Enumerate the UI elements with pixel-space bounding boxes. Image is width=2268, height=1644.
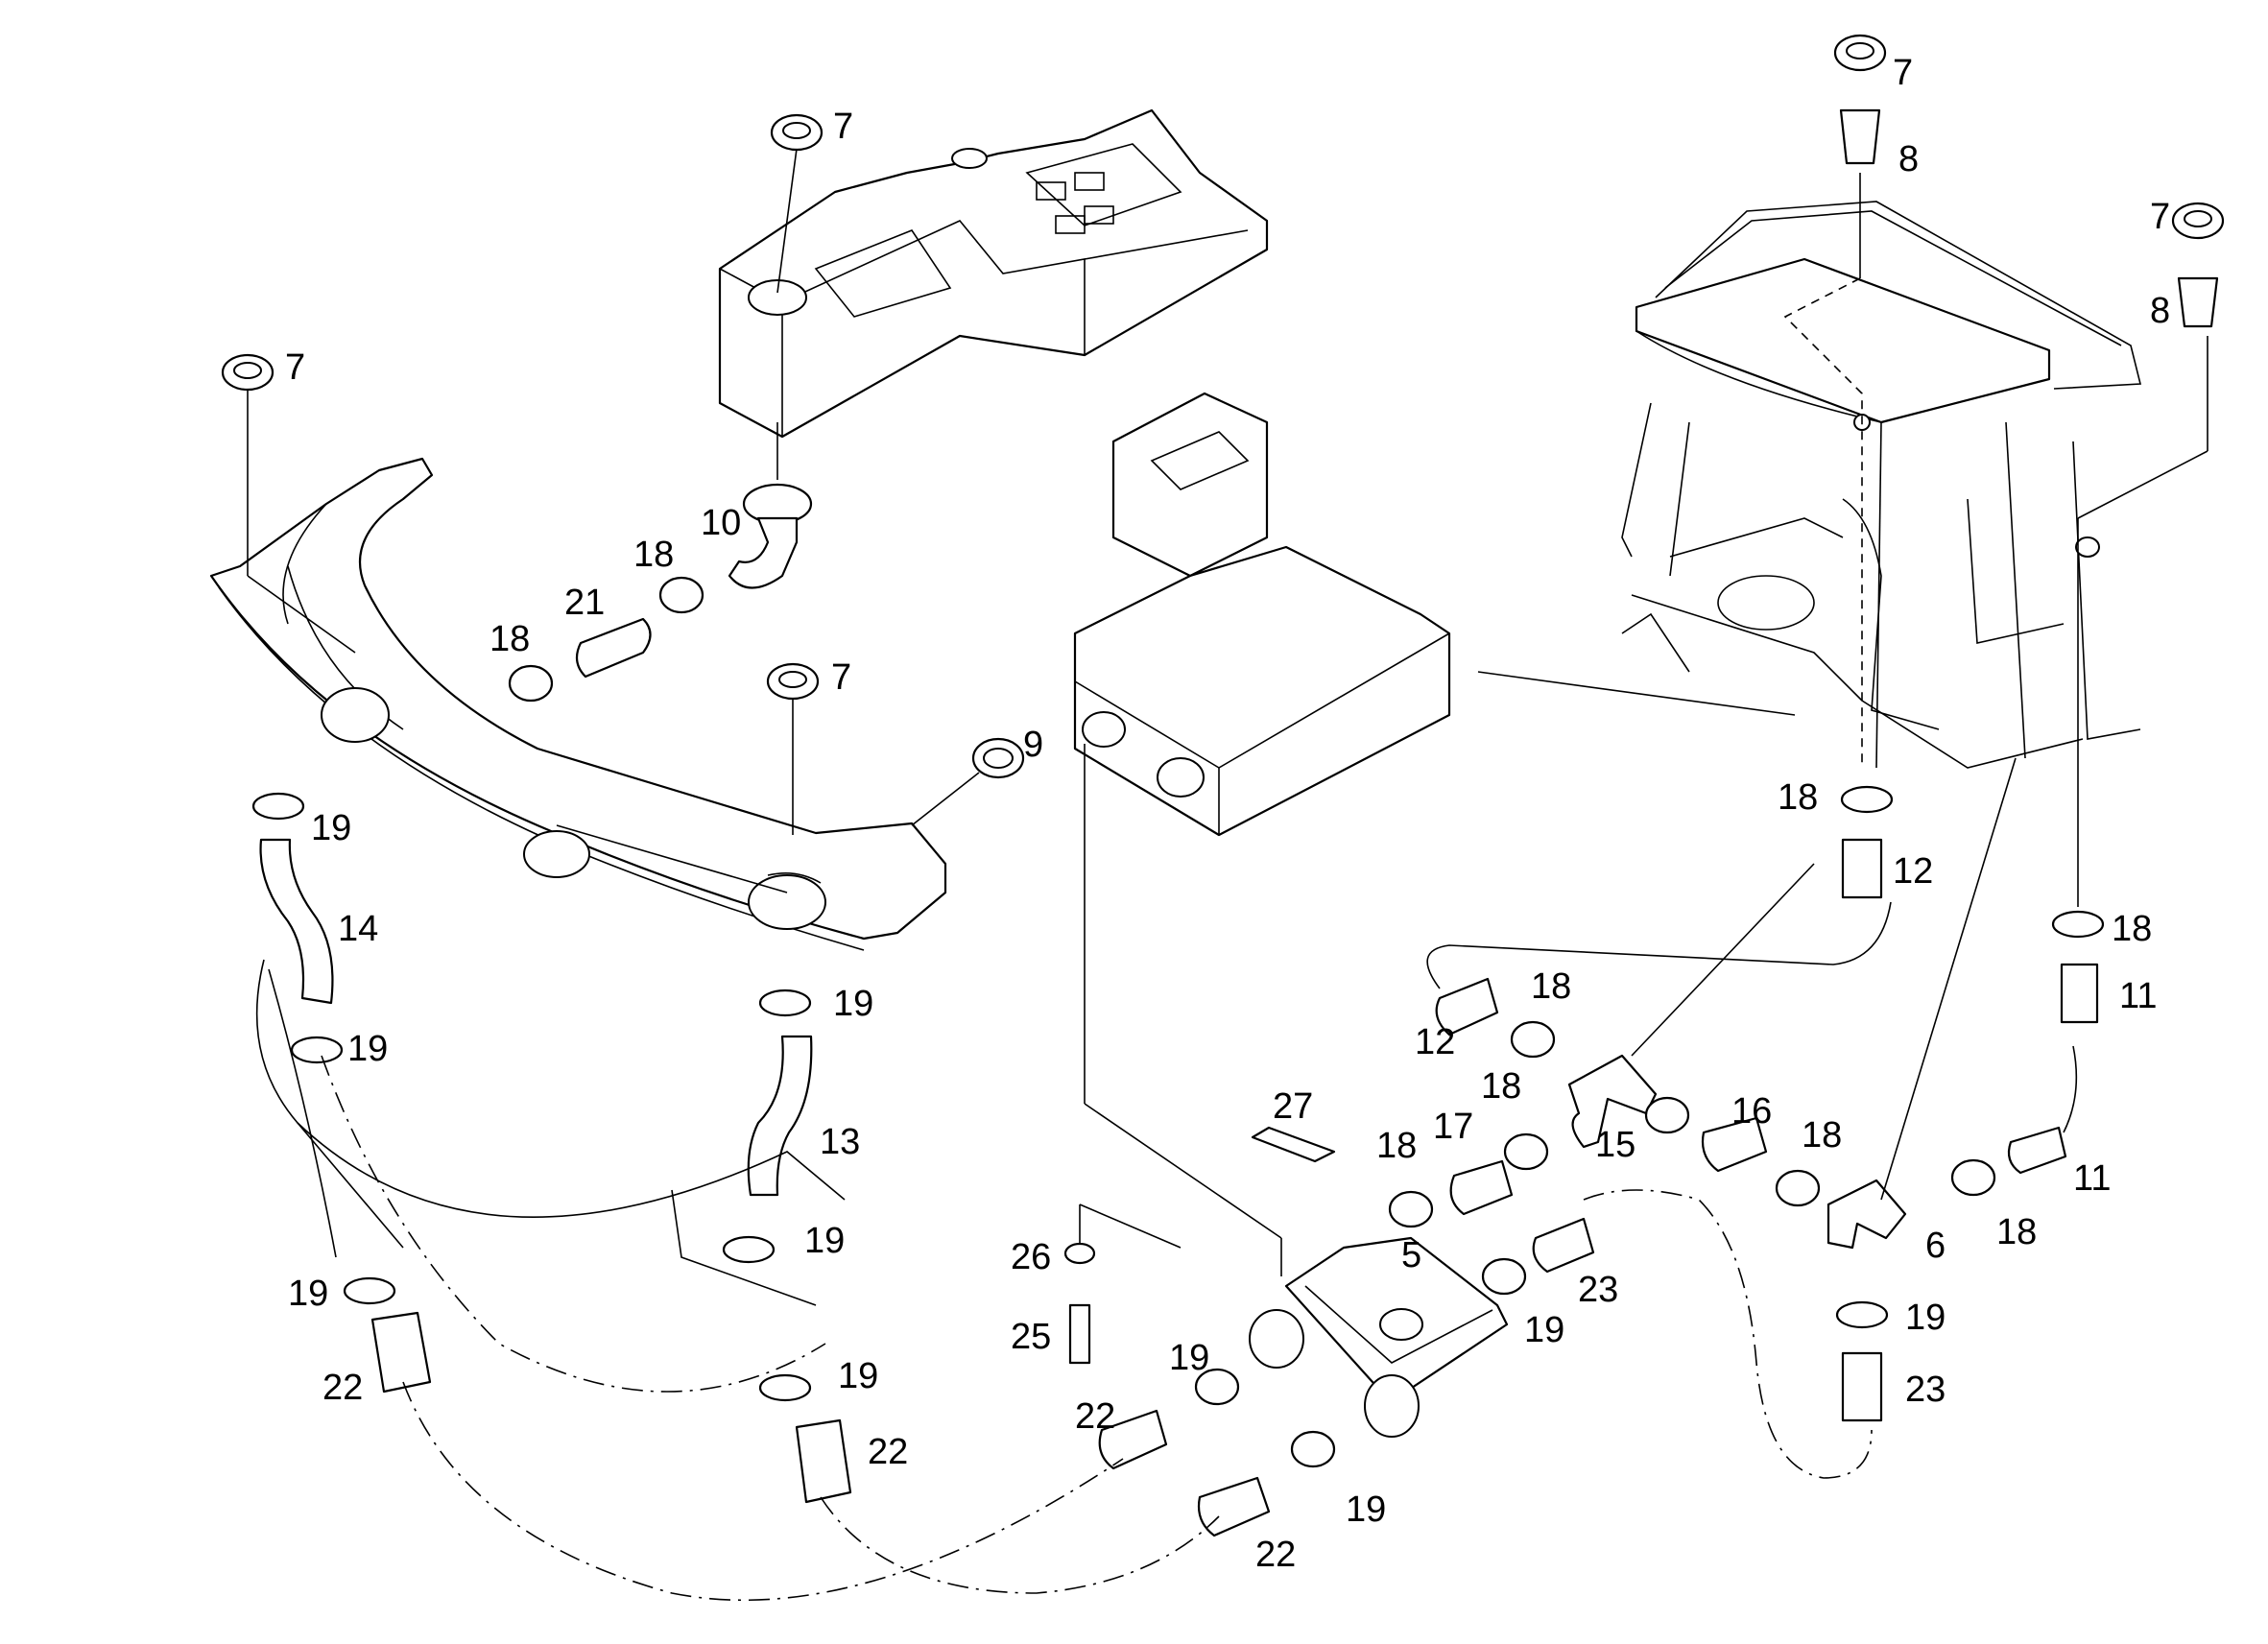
- central-control-box: [1073, 392, 1451, 837]
- callout-12: 12: [1893, 851, 1933, 892]
- callout-19: 19: [833, 984, 873, 1024]
- callout-19: 19: [311, 808, 351, 848]
- callout-18: 18: [2112, 909, 2152, 949]
- callout-18: 18: [1778, 777, 1818, 818]
- callout-7: 7: [833, 107, 853, 147]
- callout-14: 14: [338, 909, 378, 949]
- right-duct-console: [718, 108, 1269, 439]
- callout-5: 5: [1401, 1235, 1421, 1275]
- small-parts: [1063, 1126, 1336, 1365]
- callout-9: 9: [1023, 725, 1043, 765]
- callout-22: 22: [868, 1432, 908, 1472]
- callout-12: 12: [1415, 1022, 1455, 1062]
- left-hoses: [251, 792, 1527, 1537]
- callout-19: 19: [1905, 1298, 1946, 1338]
- callout-18: 18: [1376, 1126, 1417, 1166]
- leader-lines: [247, 148, 2208, 1602]
- callout-25: 25: [1011, 1317, 1051, 1357]
- callout-18: 18: [489, 619, 530, 659]
- callout-11: 11: [2119, 976, 2157, 1016]
- callout-19: 19: [804, 1221, 845, 1261]
- callout-19: 19: [347, 1029, 388, 1069]
- callout-10: 10: [701, 503, 741, 543]
- callout-16: 16: [1731, 1091, 1772, 1132]
- callout-27: 27: [1273, 1086, 1313, 1127]
- callout-22: 22: [1255, 1535, 1296, 1575]
- air-distributor-housing: [1249, 1236, 1509, 1438]
- top-left-duct-parts: [221, 113, 1025, 779]
- callout-22: 22: [1075, 1396, 1115, 1437]
- callout-19: 19: [1346, 1489, 1386, 1530]
- callout-19: 19: [838, 1356, 878, 1396]
- callout-23: 23: [1578, 1270, 1618, 1310]
- callout-7: 7: [285, 347, 305, 388]
- callout-8: 8: [2150, 291, 2170, 331]
- callout-11: 11: [2073, 1158, 2111, 1199]
- callout-6: 6: [1925, 1226, 1946, 1266]
- callout-19: 19: [1524, 1310, 1564, 1350]
- callout-13: 13: [820, 1122, 860, 1162]
- operator-cab: [1621, 201, 2142, 769]
- callout-18: 18: [1802, 1115, 1842, 1156]
- front-air-duct-beam: [209, 457, 947, 951]
- callout-18: 18: [1481, 1066, 1521, 1107]
- callout-19: 19: [288, 1274, 328, 1314]
- callout-17: 17: [1433, 1107, 1473, 1147]
- callout-7: 7: [831, 657, 851, 698]
- callout-7: 7: [2150, 197, 2170, 237]
- callout-23: 23: [1905, 1370, 1946, 1410]
- callout-18: 18: [1531, 966, 1571, 1007]
- callout-7: 7: [1893, 53, 1913, 93]
- callout-labels: 7 7 7 7 7 8 8 10 18 21 18 9 19 14 19 19 …: [285, 53, 2170, 1575]
- callout-22: 22: [322, 1368, 363, 1408]
- callout-19: 19: [1169, 1338, 1209, 1378]
- callout-21: 21: [564, 583, 605, 623]
- callout-8: 8: [1898, 139, 1919, 179]
- callout-15: 15: [1595, 1125, 1635, 1165]
- right-hoses: [1388, 34, 2225, 1422]
- callout-18: 18: [633, 535, 674, 575]
- callout-18: 18: [1996, 1212, 2037, 1252]
- callout-26: 26: [1011, 1237, 1051, 1277]
